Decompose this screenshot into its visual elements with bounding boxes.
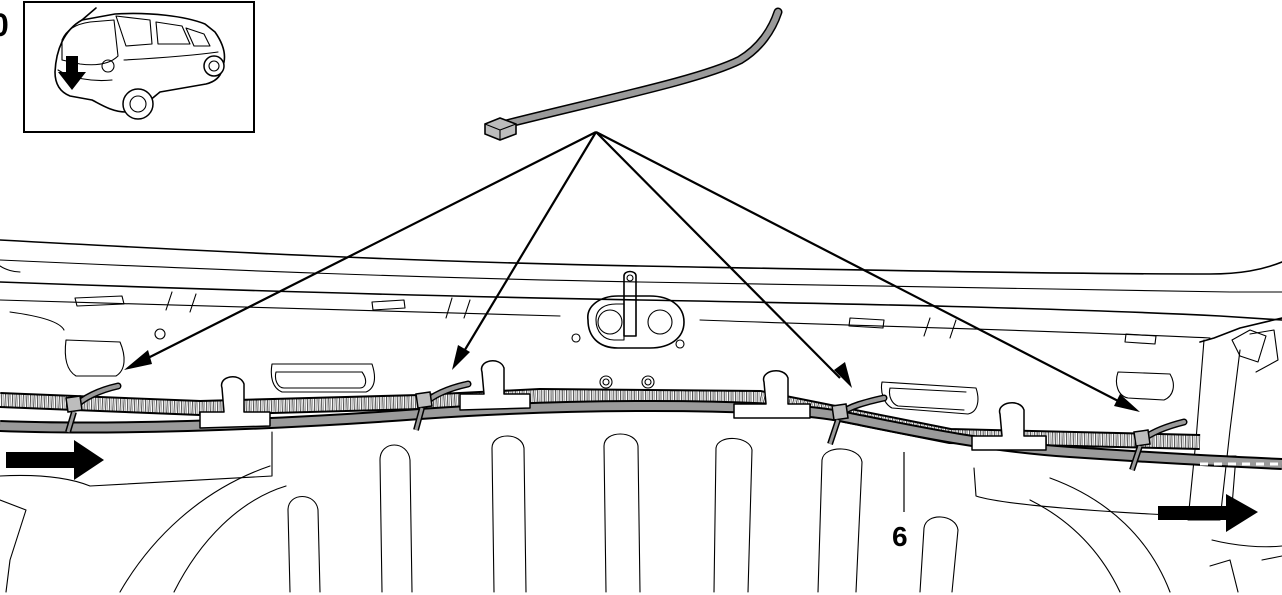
installed-cable-ties <box>65 380 1188 471</box>
callout-harness-label: 6 <box>892 521 908 552</box>
step-number-fragment: 0 <box>0 7 9 43</box>
car-rear-view-icon <box>54 7 226 120</box>
lock-striker <box>587 270 685 349</box>
direction-arrow-icon <box>1158 494 1258 532</box>
direction-arrow-icon <box>6 440 104 480</box>
cable-tie-icon <box>65 382 122 433</box>
cable-tie-icon <box>484 7 783 141</box>
rear-panel-body <box>0 239 1282 593</box>
callout-harness: 6 <box>892 452 908 552</box>
cable-tie-icon <box>827 394 888 445</box>
wire-harness <box>0 360 1282 471</box>
inset-vehicle-view <box>23 1 255 133</box>
cable-tie-icon <box>413 380 472 431</box>
pointer-arrows <box>124 131 1140 412</box>
harness-clips <box>199 360 1047 451</box>
cable-tie-icon <box>1129 418 1188 471</box>
